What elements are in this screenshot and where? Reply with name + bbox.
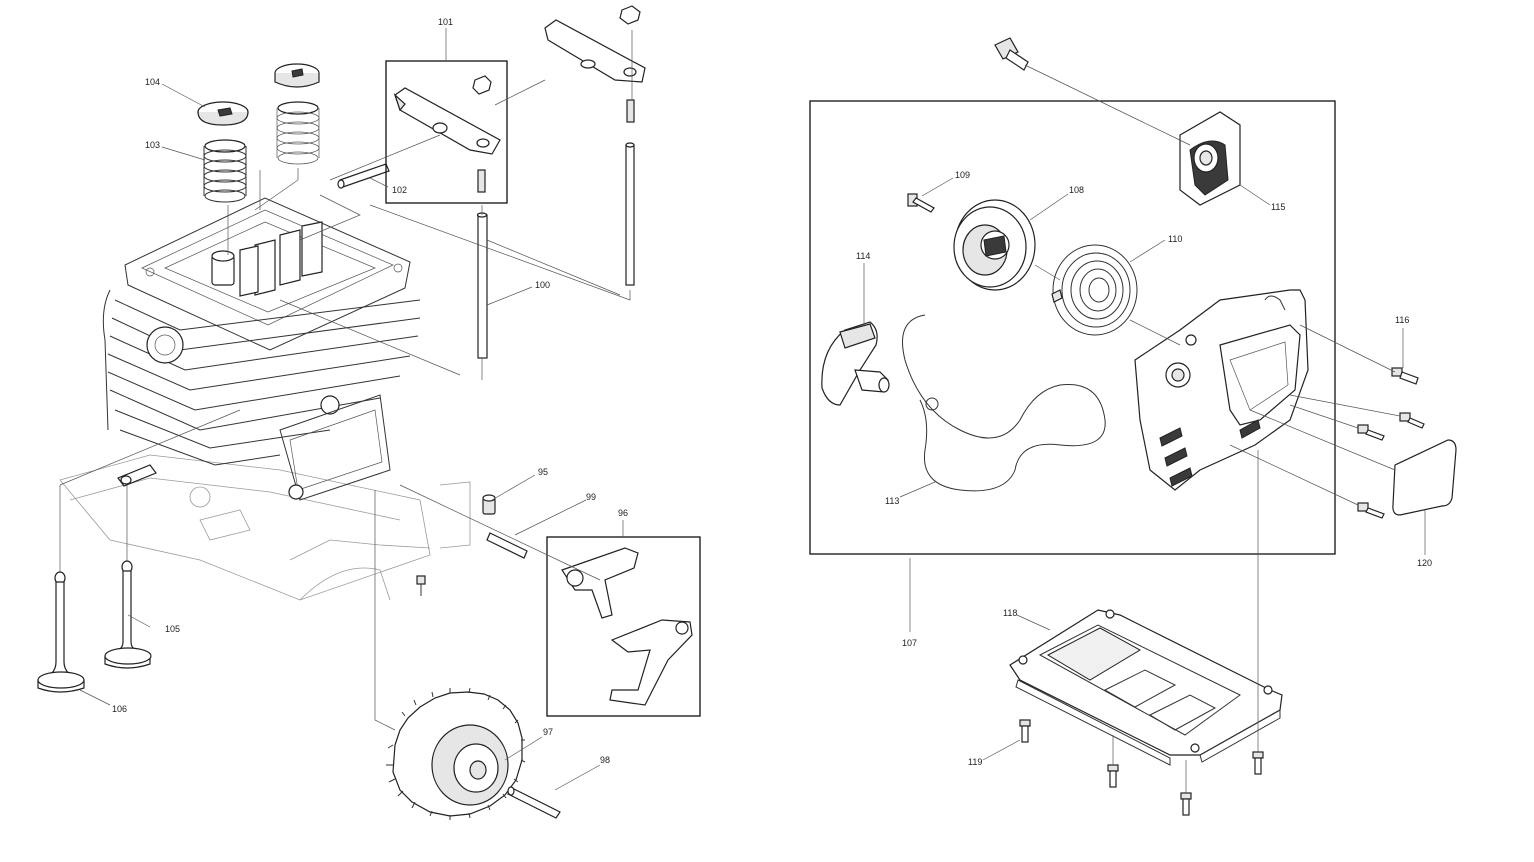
label-110: 110 xyxy=(1168,234,1182,244)
label-105: 105 xyxy=(165,624,180,634)
starter-assembly-box-107 xyxy=(809,100,1336,555)
pin-98 xyxy=(507,786,561,819)
label-109: 109 xyxy=(955,170,970,180)
cam-gear-97 xyxy=(386,687,526,820)
rocker-arm-box-101 xyxy=(385,60,508,204)
crankcase-outline xyxy=(59,454,471,601)
label-113: 113 xyxy=(885,496,899,506)
label-115: 115 xyxy=(1271,202,1285,212)
label-100: 100 xyxy=(535,280,550,290)
screw-right-2 xyxy=(1357,424,1385,441)
starter-cover-115 xyxy=(1179,111,1241,206)
screw-right-1 xyxy=(1399,412,1425,429)
cylinder-fins xyxy=(102,289,421,501)
bolt-top xyxy=(994,37,1029,71)
spiral-spring-110 xyxy=(1051,244,1138,336)
label-99: 99 xyxy=(586,492,596,502)
cam-follower-96 xyxy=(561,547,693,706)
valve-retainer-second xyxy=(274,63,320,88)
label-116: 116 xyxy=(1395,315,1409,325)
starter-handle-114 xyxy=(821,321,890,406)
label-101: 101 xyxy=(438,17,453,27)
screw-right-3 xyxy=(1357,502,1385,519)
label-119: 119 xyxy=(968,757,982,767)
label-118: 118 xyxy=(1003,608,1017,618)
rocker-arm-right xyxy=(544,5,646,123)
bolts-bottom xyxy=(1107,751,1264,816)
base-plate-118 xyxy=(1009,609,1283,766)
valve-spring-103 xyxy=(203,139,247,203)
label-108: 108 xyxy=(1069,185,1084,195)
reel-108 xyxy=(953,199,1036,291)
pin-99 xyxy=(486,532,528,559)
rocker-pin-102 xyxy=(337,163,390,189)
small-bolt xyxy=(416,575,426,596)
valve-105 xyxy=(104,560,152,669)
pushrod-100 xyxy=(476,212,488,359)
label-95: 95 xyxy=(538,467,548,477)
label-96: 96 xyxy=(618,508,628,518)
label-103: 103 xyxy=(145,140,160,150)
leader-lines xyxy=(59,28,1426,793)
bolt-119 xyxy=(1019,719,1031,743)
label-107: 107 xyxy=(902,638,917,648)
starter-rope-113 xyxy=(902,314,1106,492)
label-120: 120 xyxy=(1417,558,1432,568)
plug-95 xyxy=(482,494,496,515)
valve-spring-second xyxy=(276,101,320,165)
cylinder-head xyxy=(124,197,411,351)
label-98: 98 xyxy=(600,755,610,765)
rocker-arm-101 xyxy=(393,75,501,193)
screw-109 xyxy=(907,193,935,213)
label-104: 104 xyxy=(145,77,160,87)
decal-120 xyxy=(1392,439,1457,516)
screw-116 xyxy=(1391,367,1419,385)
pushrod-right xyxy=(625,142,635,286)
cam-follower-box-96 xyxy=(546,536,701,717)
valve-106 xyxy=(37,571,85,693)
label-97: 97 xyxy=(543,727,553,737)
starter-housing xyxy=(1134,289,1309,491)
label-102: 102 xyxy=(392,185,407,195)
valve-retainer-104 xyxy=(197,101,249,126)
label-114: 114 xyxy=(856,251,870,261)
label-106: 106 xyxy=(112,704,127,714)
